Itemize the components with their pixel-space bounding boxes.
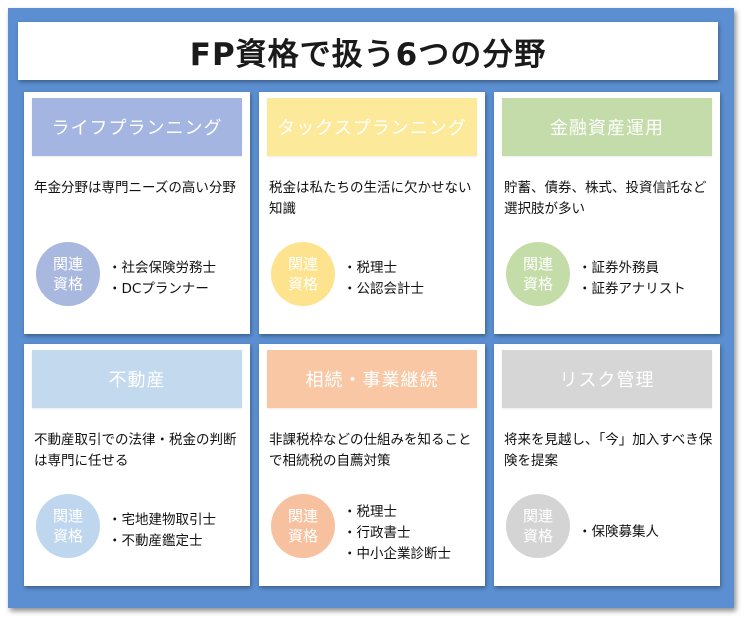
field-card-risk-management: リスク管理 将来を見越し、「今」加入すべき保険を提案 関連 資格 ・保険募集人: [494, 344, 720, 586]
related-qualification-badge: 関連 資格: [506, 494, 570, 558]
field-card-real-estate: 不動産 不動産取引での法律・税金の判断は専門に任せる 関連 資格 ・宅地建物取引…: [24, 344, 250, 586]
qualification-list: ・税理士 ・行政書士 ・中小企業診断士: [343, 502, 451, 565]
field-card-financial-assets: 金融資産運用 貯蓄、債券、株式、投資信託など選択肢が多い 関連 資格 ・証券外務…: [494, 92, 720, 334]
card-description: 不動産取引での法律・税金の判断は専門に任せる: [34, 432, 237, 469]
field-card-inheritance: 相続・事業継続 非課税枠などの仕組みを知ることで相続税の自薦対策 関連 資格 ・…: [259, 344, 485, 586]
qualification-item: ・宅地建物取引士: [108, 512, 216, 528]
badge-label: 関連: [522, 507, 553, 525]
badge-label: 資格: [287, 275, 318, 293]
qualification-list: ・宅地建物取引士 ・不動産鑑定士: [108, 510, 216, 552]
qualification-item: ・保険募集人: [578, 524, 659, 540]
card-header: タックスプランニング: [267, 98, 477, 156]
badge-label: 関連: [522, 255, 553, 273]
qualification-item: ・税理士: [343, 504, 397, 520]
related-qualification-badge: 関連 資格: [271, 242, 335, 306]
card-header: ライフプランニング: [32, 98, 242, 156]
badge-label: 資格: [287, 527, 318, 545]
qualification-item: ・不動産鑑定士: [108, 533, 203, 549]
qualification-item: ・税理士: [343, 260, 397, 276]
qualification-list: ・証券外務員 ・証券アナリスト: [578, 258, 686, 300]
diagram-title: FP資格で扱う6つの分野: [18, 22, 718, 80]
related-qualification-badge: 関連 資格: [506, 242, 570, 306]
card-header: 相続・事業継続: [267, 350, 477, 408]
card-description: 貯蓄、債券、株式、投資信託など選択肢が多い: [504, 180, 707, 217]
badge-label: 資格: [52, 275, 83, 293]
related-qualification-badge: 関連 資格: [271, 494, 335, 558]
related-qualification-badge: 関連 資格: [36, 494, 100, 558]
field-card-life-planning: ライフプランニング 年金分野は専門ニーズの高い分野 関連 資格 ・社会保険労務士…: [24, 92, 250, 334]
badge-label: 資格: [522, 275, 553, 293]
badge-label: 関連: [287, 507, 318, 525]
card-description: 非課税枠などの仕組みを知ることで相続税の自薦対策: [269, 432, 472, 469]
card-description: 将来を見越し、「今」加入すべき保険を提案: [504, 432, 713, 469]
field-card-tax-planning: タックスプランニング 税金は私たちの生活に欠かせない知識 関連 資格 ・税理士 …: [259, 92, 485, 334]
card-header: 金融資産運用: [502, 98, 712, 156]
qualification-list: ・社会保険労務士 ・DCプランナー: [108, 258, 216, 300]
qualification-item: ・社会保険労務士: [108, 260, 216, 276]
badge-label: 関連: [52, 255, 83, 273]
qualification-item: ・DCプランナー: [108, 281, 209, 297]
card-header: 不動産: [32, 350, 242, 408]
qualification-item: ・証券外務員: [578, 260, 659, 276]
related-qualification-badge: 関連 資格: [36, 242, 100, 306]
qualification-list: ・税理士 ・公認会計士: [343, 258, 424, 300]
qualification-item: ・行政書士: [343, 525, 411, 541]
badge-label: 関連: [287, 255, 318, 273]
qualification-item: ・公認会計士: [343, 281, 424, 297]
badge-label: 関連: [52, 507, 83, 525]
badge-label: 資格: [522, 527, 553, 545]
card-description: 年金分野は専門ニーズの高い分野: [34, 180, 236, 196]
card-header: リスク管理: [502, 350, 712, 408]
qualification-item: ・中小企業診断士: [343, 546, 451, 562]
qualification-list: ・保険募集人: [578, 522, 659, 543]
badge-label: 資格: [52, 527, 83, 545]
qualification-item: ・証券アナリスト: [578, 281, 686, 297]
card-description: 税金は私たちの生活に欠かせない知識: [269, 180, 472, 217]
